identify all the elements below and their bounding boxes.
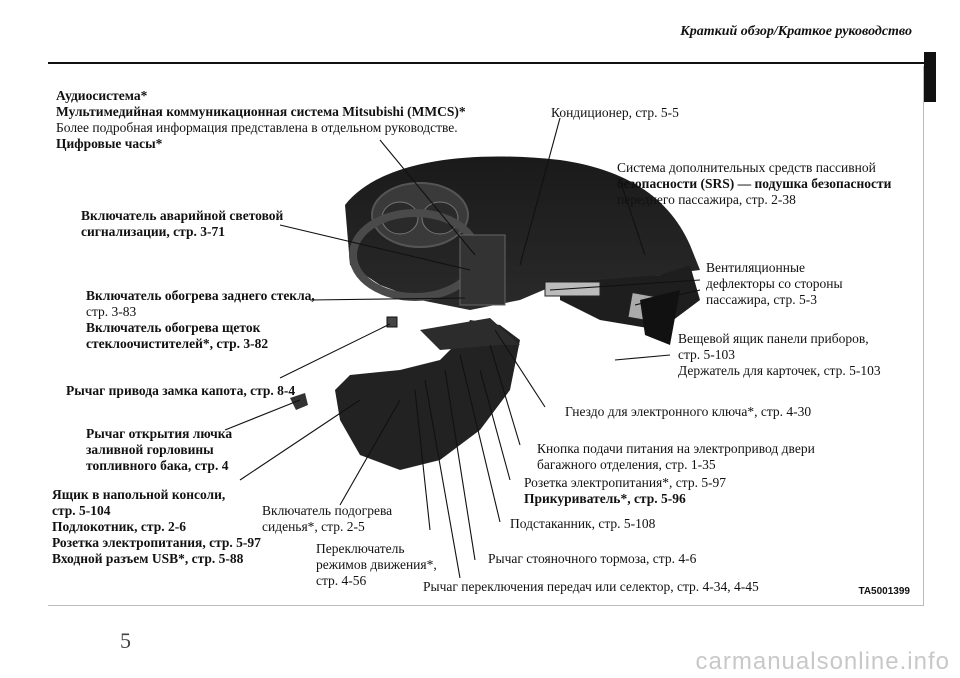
label-lighter: Прикуриватель*, стр. 5-96 xyxy=(524,491,686,506)
figure-frame xyxy=(48,66,924,606)
label-vents-3: пассажира, стр. 5-3 xyxy=(706,292,817,307)
label-gear-lever: Рычаг переключения передач или селектор,… xyxy=(423,579,759,594)
label-digital-clock: Цифровые часы* xyxy=(56,136,163,151)
label-srs-1: Система дополнительных средств пассивной xyxy=(617,160,876,175)
hood-lever xyxy=(386,316,398,328)
watermark: carmanualsonline.info xyxy=(695,648,950,675)
label-fuel-3: топливного бака, стр. 4 xyxy=(86,458,229,473)
label-air-conditioner: Кондиционер, стр. 5-5 xyxy=(551,105,679,120)
label-card-holder: Держатель для карточек, стр. 5-103 xyxy=(678,363,881,378)
label-key-slot: Гнездо для электронного ключа*, стр. 4-3… xyxy=(565,404,812,419)
label-console-socket: Розетка электропитания, стр. 5-97 xyxy=(52,535,261,550)
label-fuel-2: заливной горловины xyxy=(86,442,214,457)
page-mark: 5 xyxy=(120,628,131,653)
label-glovebox-2: стр. 5-103 xyxy=(678,347,736,362)
label-vents-1: Вентиляционные xyxy=(706,260,806,275)
label-audio-system: Аудиосистема* xyxy=(56,88,148,103)
label-console-box-2: стр. 5-104 xyxy=(52,503,111,518)
label-usb: Входной разъем USB*, стр. 5-88 xyxy=(52,551,244,566)
label-power-socket: Розетка электропитания*, стр. 5-97 xyxy=(524,475,727,490)
label-wiper-heater-1: Включатель обогрева щеток xyxy=(86,320,261,335)
fuel-lever xyxy=(290,393,308,410)
label-seat-heater-2: сиденья*, стр. 2-5 xyxy=(262,519,365,534)
label-parking-brake: Рычаг стояночного тормоза, стр. 4-6 xyxy=(488,551,697,566)
label-mmcs: Мультимедийная коммуникационная система … xyxy=(56,104,466,119)
label-hazard-1: Включатель аварийной световой xyxy=(81,208,284,223)
label-drive-mode-2: режимов движения*, xyxy=(316,557,437,572)
label-cupholder: Подстаканник, стр. 5-108 xyxy=(510,516,656,531)
label-more-info: Более подробная информация представлена … xyxy=(56,120,458,135)
label-vents-2: дефлекторы со стороны xyxy=(706,276,843,291)
label-rear-defog-2: стр. 3-83 xyxy=(86,304,137,319)
label-tailgate-2: багажного отделения, стр. 1-35 xyxy=(537,457,716,472)
header-rule xyxy=(48,62,924,64)
page-header: Краткий обзор/Краткое руководство xyxy=(680,24,912,39)
label-glovebox-1: Вещевой ящик панели приборов, xyxy=(678,331,869,346)
label-armrest: Подлокотник, стр. 2-6 xyxy=(52,519,186,534)
label-srs-3: переднего пассажира, стр. 2-38 xyxy=(617,192,796,207)
label-srs-2: безопасности (SRS) — подушка безопасност… xyxy=(617,176,892,191)
label-rear-defog-1: Включатель обогрева заднего стекла, xyxy=(86,288,315,303)
label-tailgate-1: Кнопка подачи питания на электропривод д… xyxy=(537,441,815,456)
section-tab-marker xyxy=(924,52,936,102)
label-console-box-1: Ящик в напольной консоли, xyxy=(52,487,226,502)
label-wiper-heater-2: стеклоочистителей*, стр. 3-82 xyxy=(86,336,269,351)
label-seat-heater-1: Включатель подогрева xyxy=(262,503,393,518)
label-hood-lever: Рычаг привода замка капота, стр. 8-4 xyxy=(66,383,296,398)
figure-code: TA5001399 xyxy=(858,586,910,597)
label-drive-mode-1: Переключатель xyxy=(316,541,405,556)
label-hazard-2: сигнализации, стр. 3-71 xyxy=(81,224,225,239)
label-drive-mode-3: стр. 4-56 xyxy=(316,573,367,588)
label-fuel-1: Рычаг открытия лючка xyxy=(86,426,233,441)
